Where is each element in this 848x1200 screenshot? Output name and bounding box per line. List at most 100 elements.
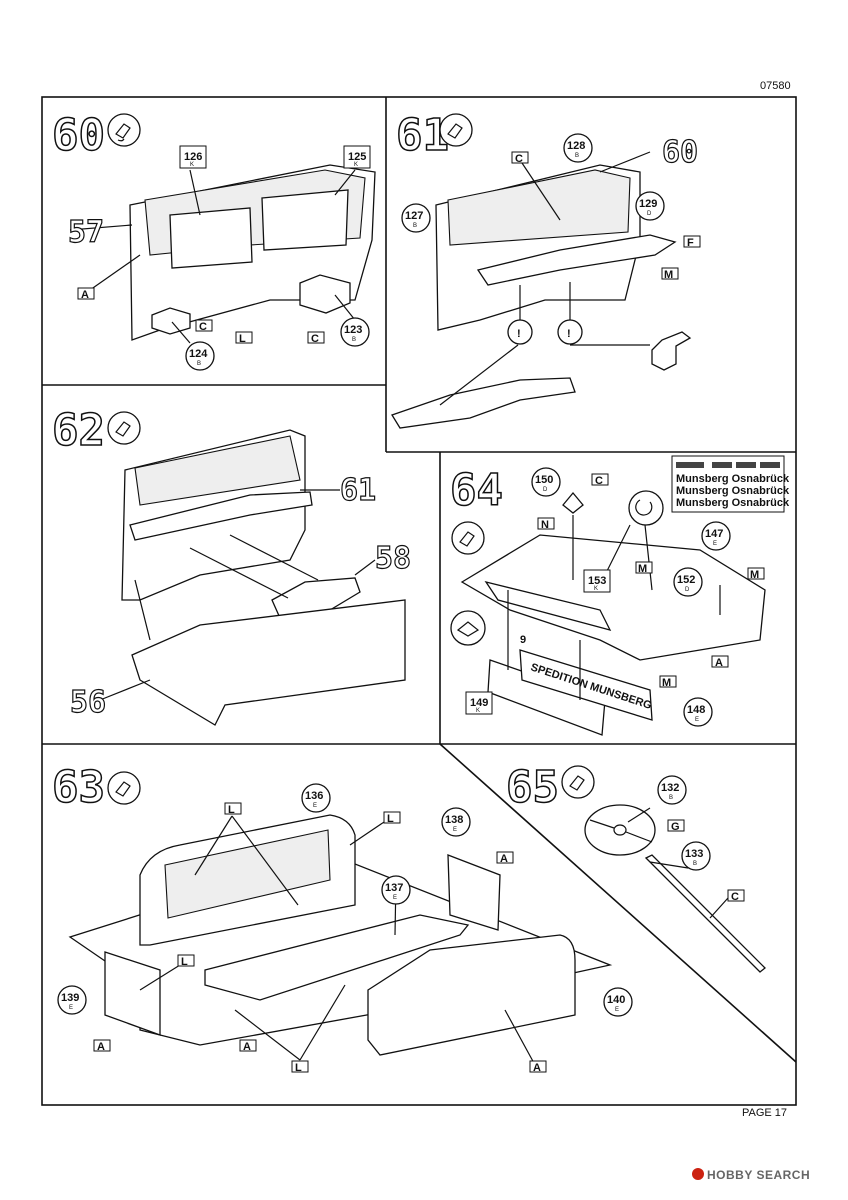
- glue-icon: [107, 113, 141, 147]
- svg-text:B: B: [575, 153, 579, 159]
- letter-M2: M: [747, 567, 765, 581]
- letter-L: L: [224, 802, 242, 816]
- svg-text:138: 138: [445, 814, 463, 826]
- part-123: [299, 274, 351, 314]
- letter-C: C: [727, 889, 745, 903]
- svg-text:129: 129: [639, 198, 657, 210]
- svg-text:E: E: [313, 803, 317, 809]
- step-64: 64 Munsberg Osnabrück Munsberg Osnabrück…: [449, 455, 790, 736]
- step-number-60: 60: [52, 110, 105, 161]
- label-60: 60: [662, 135, 698, 170]
- svg-text:B: B: [197, 361, 201, 367]
- rear-window: [164, 829, 331, 919]
- part-137-seat: [204, 914, 470, 1001]
- letter-F: F: [683, 235, 701, 249]
- glue-icon: [107, 771, 141, 805]
- svg-text:127: 127: [405, 210, 423, 222]
- decal-icon: [450, 610, 486, 646]
- svg-text:A: A: [97, 1041, 105, 1053]
- svg-text:E: E: [713, 541, 717, 547]
- svg-text:A: A: [533, 1062, 541, 1074]
- svg-text:L: L: [387, 813, 394, 825]
- watermark: HOBBY SEARCH: [692, 1168, 810, 1182]
- svg-text:Munsberg Osnabrück: Munsberg Osnabrück: [676, 497, 790, 509]
- svg-text:D: D: [685, 587, 690, 593]
- letter-C: C: [511, 151, 529, 165]
- svg-text:140: 140: [607, 994, 625, 1006]
- svg-text:K: K: [476, 708, 480, 714]
- letter-M3: M: [659, 675, 677, 689]
- bracket-part: [651, 331, 692, 371]
- part-133-steering-column: [644, 854, 766, 973]
- letter-A: A: [496, 851, 514, 865]
- label-56: 56: [70, 685, 106, 720]
- dashboard-assembled: [391, 377, 576, 429]
- svg-text:K: K: [190, 162, 194, 168]
- svg-text:123: 123: [344, 324, 362, 336]
- dashboard: [129, 491, 313, 541]
- step-number-64: 64: [450, 465, 503, 516]
- svg-text:L: L: [181, 956, 188, 968]
- svg-text:149: 149: [470, 697, 488, 709]
- svg-text:D: D: [543, 487, 548, 493]
- svg-text:C: C: [515, 153, 523, 165]
- step-number-62: 62: [52, 405, 105, 456]
- part-147-hood: [460, 534, 766, 661]
- label-58: 58: [375, 541, 411, 576]
- part-56-floor: [131, 599, 406, 726]
- svg-text:153: 153: [588, 575, 606, 587]
- svg-text:A: A: [500, 853, 508, 865]
- label-9: 9: [520, 634, 526, 646]
- svg-text:137: 137: [385, 882, 403, 894]
- letter-N: N: [537, 517, 555, 531]
- svg-text:A: A: [81, 289, 89, 301]
- letter-G: G: [667, 819, 685, 833]
- part-150-mirror: [562, 491, 584, 514]
- step-62: 62 61 58 56: [51, 404, 412, 726]
- letter-A2: A: [93, 1039, 111, 1053]
- svg-text:125: 125: [348, 151, 366, 163]
- watermark-text: HOBBY SEARCH: [707, 1168, 811, 1182]
- svg-text:147: 147: [705, 528, 723, 540]
- part-139-side: [104, 951, 161, 1036]
- svg-text:!: !: [567, 328, 571, 340]
- svg-text:B: B: [669, 795, 673, 801]
- svg-text:128: 128: [567, 140, 585, 152]
- decal-sheet: Munsberg Osnabrück Munsberg Osnabrück Mu…: [671, 455, 790, 513]
- no-clip-icon: [628, 490, 664, 526]
- letter-A4: A: [529, 1060, 547, 1074]
- svg-text:M: M: [750, 569, 759, 581]
- letter-M: M: [661, 267, 679, 281]
- part-132-steering-wheel: [584, 804, 656, 856]
- svg-text:132: 132: [661, 782, 679, 794]
- svg-text:C: C: [595, 475, 603, 487]
- part-140-side: [367, 934, 576, 1056]
- step-number-65: 65: [506, 762, 559, 813]
- letter-L2: L: [383, 811, 401, 825]
- svg-text:148: 148: [687, 704, 705, 716]
- svg-text:150: 150: [535, 474, 553, 486]
- svg-text:Munsberg Osnabrück: Munsberg Osnabrück: [676, 485, 790, 497]
- svg-text:D: D: [647, 211, 652, 217]
- page-number: PAGE 17: [742, 1107, 788, 1119]
- svg-text:E: E: [393, 895, 397, 901]
- part-138-side: [447, 854, 501, 931]
- glue-icon: [451, 521, 485, 555]
- letter-L: L: [235, 331, 253, 345]
- letter-A: A: [77, 287, 95, 301]
- svg-text:!: !: [517, 328, 521, 340]
- svg-text:K: K: [594, 586, 598, 592]
- letter-C: C: [591, 473, 609, 487]
- svg-text:124: 124: [189, 348, 208, 360]
